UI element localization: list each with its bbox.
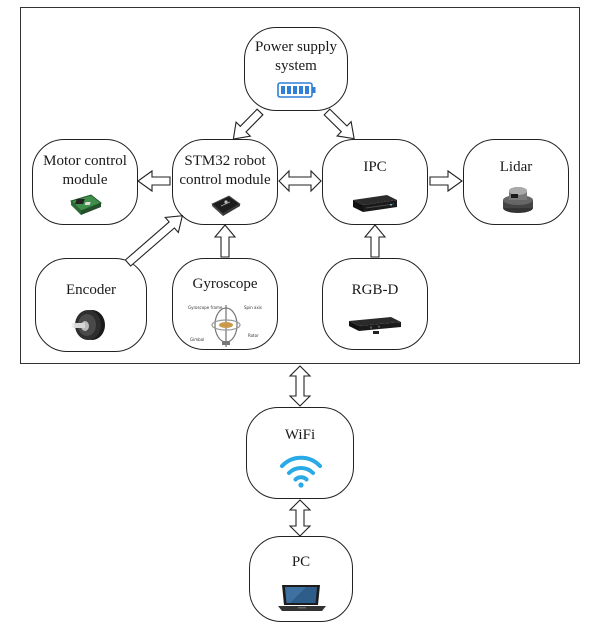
arrow-stm32-ipc-bidirectional [278, 169, 322, 193]
industrial-pc-box-icon [353, 195, 397, 212]
node-lidar: Lidar [463, 139, 569, 225]
node-stm32: STM32 robot control module [172, 139, 278, 225]
node-power-supply: Power supply system [244, 27, 348, 111]
wifi-icon [280, 455, 322, 488]
gyroscope-diagram-icon: Gyroscope frame Spin axis Gimbal Rotor [188, 305, 262, 347]
node-label: Gyroscope [192, 276, 258, 292]
node-rgbd: RGB-D [322, 258, 428, 350]
battery-icon [277, 82, 316, 98]
node-motor-control: Motor control module [32, 139, 138, 225]
lidar-sensor-icon [503, 187, 533, 213]
motor-driver-board-icon [70, 194, 102, 215]
arrow-system-wifi-bidirectional [288, 365, 312, 407]
arrow-encoder-to-stm32 [124, 215, 184, 267]
depth-camera-icon [349, 317, 401, 334]
node-label: Motor control module [43, 153, 127, 188]
arrow-power-to-stm32 [232, 108, 264, 140]
arrow-wifi-pc-bidirectional [288, 499, 312, 537]
arrow-stm32-to-motor [137, 169, 171, 193]
rotary-encoder-icon [71, 310, 105, 340]
node-label: PC [291, 554, 311, 570]
node-ipc: IPC [322, 139, 428, 225]
node-label: Lidar [499, 159, 533, 175]
robot-system-boundary [20, 7, 580, 364]
microcontroller-chip-icon [211, 195, 241, 216]
node-label: WiFi [284, 427, 316, 443]
node-encoder: Encoder [35, 258, 147, 352]
node-gyroscope: Gyroscope Gyroscope frame Spin axis Gimb… [172, 258, 278, 350]
arrow-gyroscope-to-stm32 [213, 224, 237, 258]
node-label: Encoder [66, 282, 116, 298]
node-label: IPC [363, 159, 387, 175]
gyro-text-gimbal: Gimbal [190, 337, 204, 342]
node-label: RGB-D [351, 282, 399, 298]
node-label: Power supply system [254, 39, 338, 74]
arrow-rgbd-to-ipc [363, 224, 387, 258]
gyro-text-spin-axis: Spin axis [244, 305, 262, 310]
arrow-ipc-to-lidar [429, 169, 463, 193]
laptop-icon [278, 585, 326, 611]
node-wifi: WiFi [246, 407, 354, 499]
gyro-text-rotor: Rotor [248, 333, 259, 338]
gyro-text-frame: Gyroscope frame [188, 305, 223, 310]
node-pc: PC [249, 536, 353, 622]
node-label: STM32 robot control module [179, 153, 271, 188]
arrow-power-to-ipc [323, 108, 355, 140]
